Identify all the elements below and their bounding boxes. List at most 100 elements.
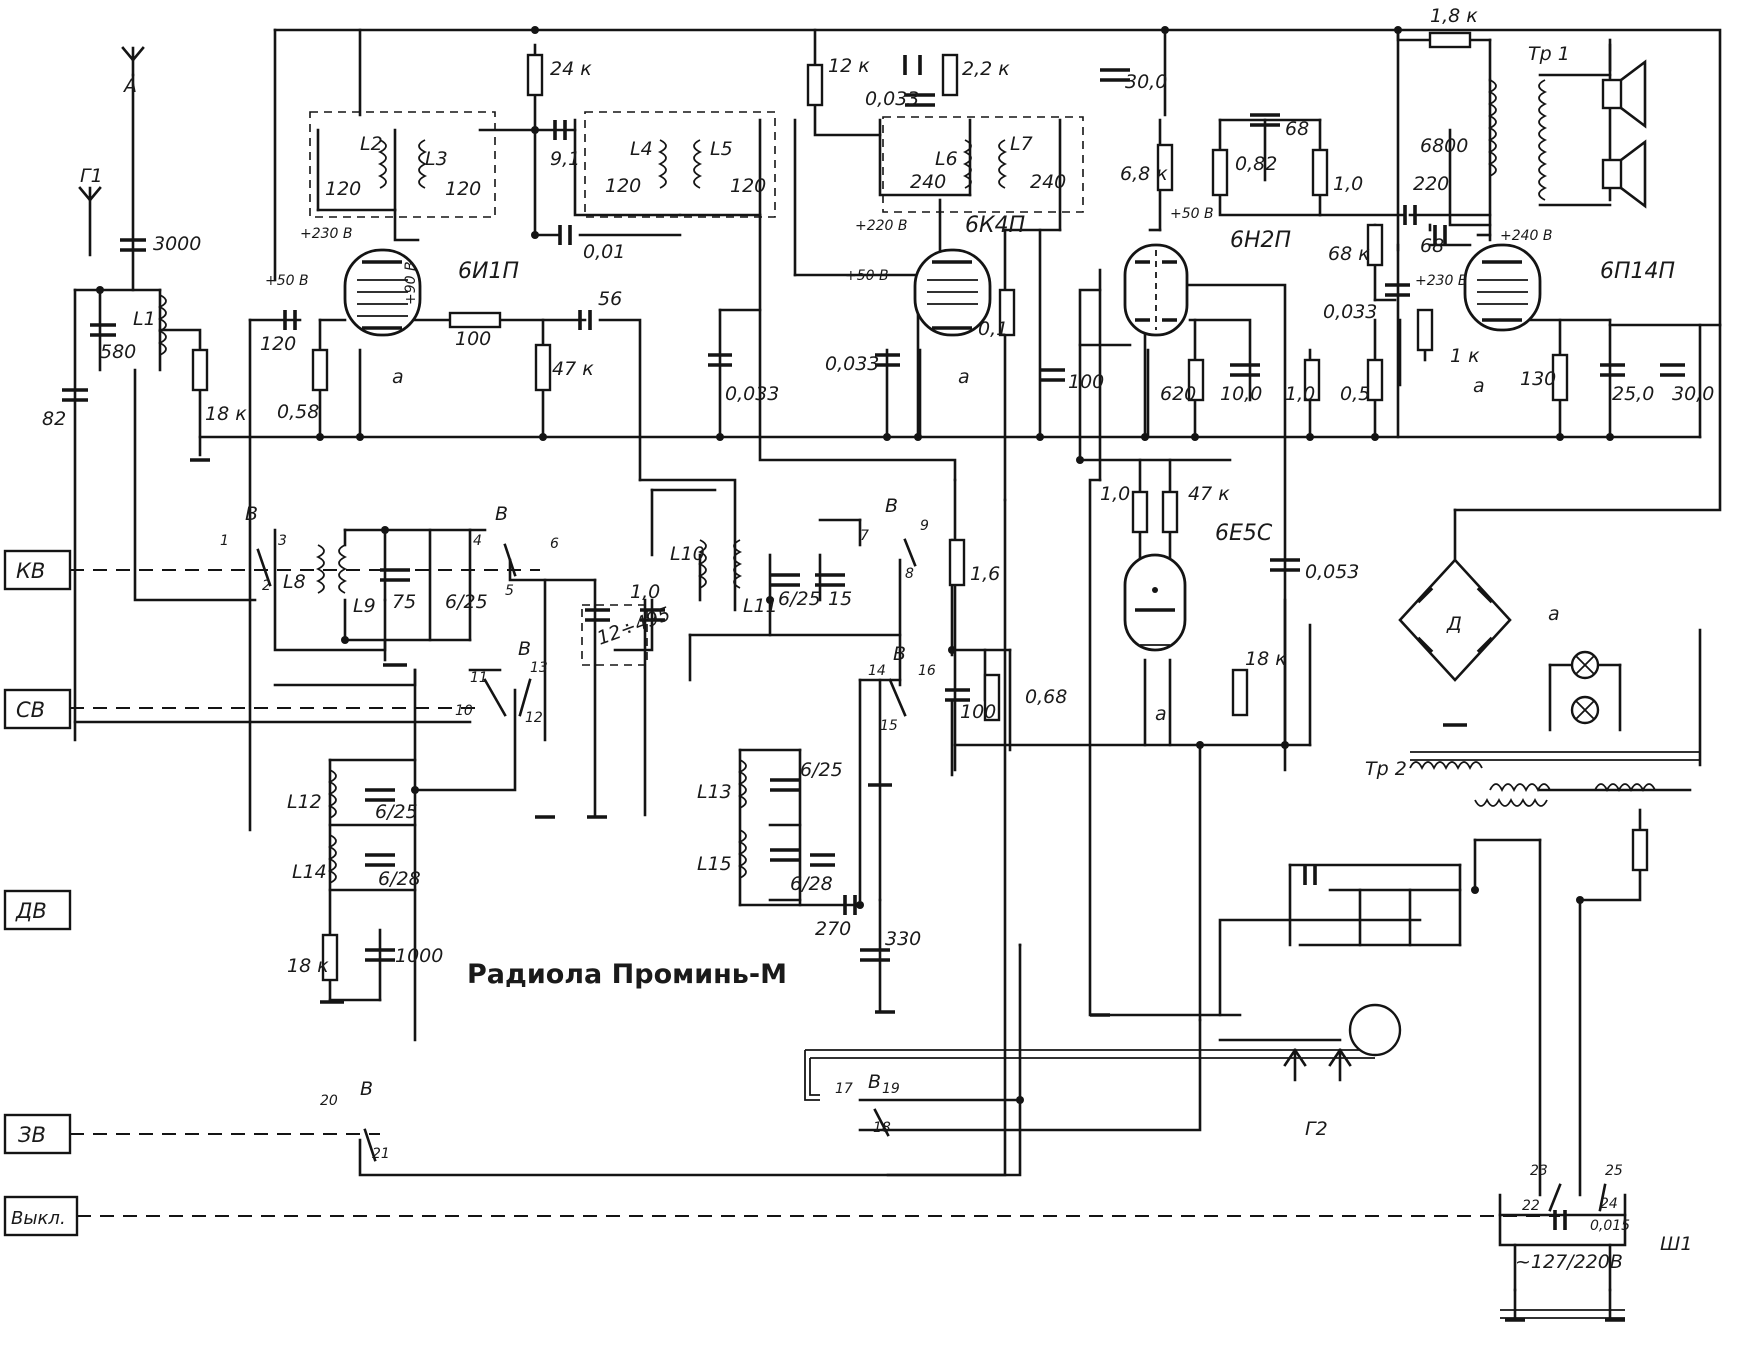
label-c100: 100 — [1068, 371, 1104, 393]
label-l2: L2 — [360, 133, 383, 155]
junction-dots — [96, 26, 1614, 1104]
pilot-lamps — [1570, 650, 1600, 725]
label-c001: 0,01 — [583, 241, 625, 263]
label-tr1: Тр 1 — [1528, 43, 1570, 65]
label-sw-b6: В — [360, 1078, 373, 1100]
diagram-title: Радиола Проминь-М — [467, 959, 787, 990]
label-c120e: 120 — [730, 175, 766, 197]
label-r68kb: 68 к — [1328, 243, 1370, 265]
label-l12: L12 — [287, 791, 322, 813]
label-a3: а — [1155, 703, 1167, 725]
pin-13: 13 — [530, 660, 548, 676]
label-c300: 30,0 — [1125, 71, 1167, 93]
value-labels: Г1 А 3000 580 82 L1 18 к 120 0,58 100 47… — [42, 5, 1714, 1273]
pin-6: 6 — [550, 536, 559, 552]
pin-21: 21 — [372, 1146, 390, 1162]
label-c0033c: 0,033 — [1323, 301, 1377, 323]
label-v220: +220 В — [855, 218, 908, 234]
label-r18k: 18 к — [205, 403, 247, 425]
pin-9: 9 — [920, 518, 929, 534]
label-r18kb: 18 к — [287, 955, 329, 977]
variable-cap-shield — [581, 604, 648, 666]
label-c240b: 240 — [1030, 171, 1066, 193]
label-c3000: 3000 — [153, 233, 201, 255]
label-c0033b: 0,033 — [825, 353, 879, 375]
band-box-off: Выкл. — [3, 1195, 79, 1237]
pin-4: 4 — [473, 533, 482, 549]
pin-20: 20 — [320, 1093, 338, 1109]
label-c330: 330 — [885, 928, 921, 950]
label-c75: 75 — [392, 591, 416, 613]
label-l8: L8 — [283, 571, 306, 593]
label-l3: L3 — [425, 148, 448, 170]
band-label-dv: ДВ — [15, 899, 47, 923]
label-c1000: 1000 — [395, 945, 443, 967]
label-r10b: 1,0 — [1285, 383, 1315, 405]
label-v90: +90 В — [403, 261, 419, 305]
label-l9: L9 — [353, 595, 376, 617]
label-c91: 9,1 — [550, 148, 580, 170]
label-c0033a: 0,033 — [725, 383, 779, 405]
label-c250: 25,0 — [1612, 383, 1654, 405]
tube-6e5s — [1123, 553, 1187, 652]
pin-5: 5 — [505, 583, 514, 599]
pin-3: 3 — [278, 533, 287, 549]
label-c100uf: 10,0 — [1220, 383, 1262, 405]
if-can-1 — [309, 111, 496, 218]
label-c120c: 120 — [445, 178, 481, 200]
label-sw-b7: В — [868, 1071, 881, 1093]
label-c580: 580 — [100, 341, 136, 363]
label-c625a: 6/25 — [445, 591, 488, 613]
pin-2: 2 — [262, 578, 271, 594]
label-c68b: 68 — [1420, 235, 1444, 257]
label-a1: а — [392, 366, 404, 388]
speaker-icon — [1601, 59, 1647, 209]
label-l15: L15 — [697, 853, 732, 875]
band-box-kv: КВ — [3, 549, 72, 591]
label-c10: 1,0 — [630, 581, 660, 603]
label-r068: 0,68 — [1025, 686, 1067, 708]
label-r620: 620 — [1160, 383, 1196, 405]
label-c100b: 100 — [960, 701, 996, 723]
label-r05: 0,5 — [1340, 383, 1370, 405]
tube-6i1p — [343, 248, 422, 337]
label-r16: 1,6 — [970, 563, 1000, 585]
pin-25: 25 — [1605, 1163, 1623, 1179]
antenna-icon — [78, 46, 1352, 1082]
label-sw-b1: В — [245, 503, 258, 525]
band-label-kv: КВ — [16, 559, 45, 583]
tube-label-6n2p: 6Н2П — [1230, 228, 1291, 253]
label-c625b: 6/25 — [778, 588, 821, 610]
label-r47k: 47 к — [552, 358, 594, 380]
label-c0053: 0,053 — [1305, 561, 1359, 583]
pin-18: 18 — [873, 1120, 891, 1136]
pin-8: 8 — [905, 566, 914, 582]
pin-23: 23 — [1530, 1163, 1548, 1179]
label-v240: +240 В — [1500, 228, 1553, 244]
label-r10c: 1,0 — [1100, 483, 1130, 505]
label-sh1: Ш1 — [1660, 1233, 1692, 1255]
pin-10: 10 — [455, 703, 473, 719]
label-l13: L13 — [697, 781, 732, 803]
band-label-zv: ЗВ — [18, 1123, 46, 1147]
label-sw-b3: В — [885, 495, 898, 517]
coils — [157, 79, 1700, 884]
band-label-sv: СВ — [16, 698, 45, 722]
label-r22k: 2,2 к — [962, 58, 1010, 80]
label-v230b: +230 В — [1415, 273, 1468, 289]
label-tr2: Тр 2 — [1365, 758, 1407, 780]
resistors — [191, 31, 1649, 982]
label-l10: L10 — [670, 543, 705, 565]
label-c6800: 6800 — [1420, 135, 1468, 157]
pin-12: 12 — [525, 710, 543, 726]
label-sw-b5: В — [893, 643, 906, 665]
label-sw-b2: В — [495, 503, 508, 525]
label-r24k: 24 к — [550, 58, 592, 80]
pin-16: 16 — [918, 663, 936, 679]
pin-15: 15 — [880, 718, 898, 734]
label-v50a: +50 В — [265, 273, 309, 289]
label-c628b: 6/28 — [790, 873, 833, 895]
label-c82: 82 — [42, 408, 66, 430]
if-can-3 — [882, 116, 1084, 213]
label-c120d: 120 — [605, 175, 641, 197]
